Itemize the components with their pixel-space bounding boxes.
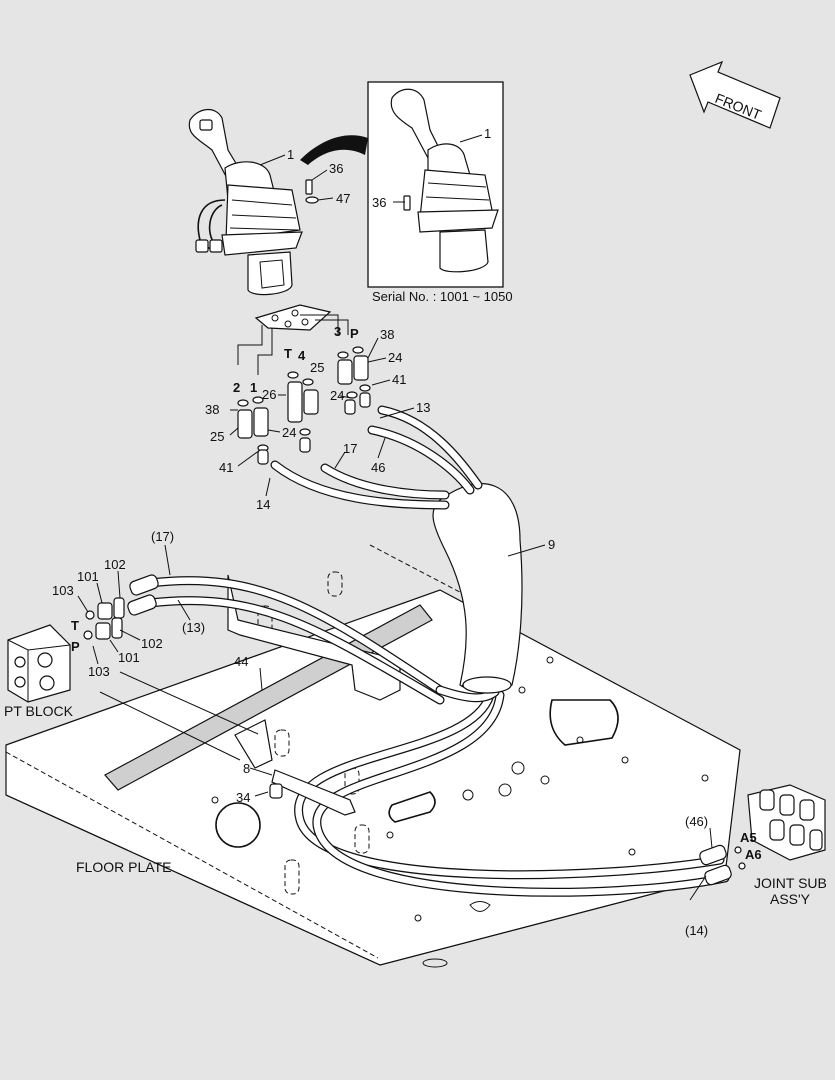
- callout-38-left: 38: [205, 402, 219, 417]
- valve-plate: [237, 304, 349, 375]
- pt-block-label: PT BLOCK: [4, 703, 74, 719]
- callout-port-4: 4: [298, 348, 306, 363]
- callout-46: 46: [371, 460, 385, 475]
- callout-101-bottom: 101: [118, 650, 140, 665]
- callout-24-left: 24: [282, 425, 296, 440]
- callout-36: 36: [329, 161, 343, 176]
- callout-101-top: 101: [77, 569, 99, 584]
- callout-46-paren: (46): [685, 814, 708, 829]
- callout-port-a6: A6: [745, 847, 762, 862]
- callout-47: 47: [336, 191, 350, 206]
- joystick-assembly: [188, 109, 303, 296]
- callout-102-top: 102: [104, 557, 126, 572]
- callout-port-a5: A5: [740, 830, 757, 845]
- callout-1-inset: 1: [484, 126, 491, 141]
- callout-port-3: 3: [334, 324, 341, 339]
- joint-sub-assy: [699, 784, 826, 886]
- front-arrow-icon: FRONT: [689, 60, 781, 129]
- callout-13-paren: (13): [182, 620, 205, 635]
- callout-25-right: 25: [310, 360, 324, 375]
- callout-24-right-2: 24: [330, 388, 344, 403]
- port-fittings: [237, 346, 371, 465]
- hose-sleeve-9: [432, 483, 523, 694]
- clamp-8: [269, 769, 356, 816]
- callout-103-top: 103: [52, 583, 74, 598]
- callout-36-inset: 36: [372, 195, 386, 210]
- callout-102-bottom: 102: [141, 636, 163, 651]
- bolt-36: [305, 179, 319, 204]
- callout-port-p: P: [71, 639, 80, 654]
- callout-17: 17: [343, 441, 357, 456]
- callout-13: 13: [416, 400, 430, 415]
- callout-38-right: 38: [380, 327, 394, 342]
- callout-1: 1: [287, 147, 294, 162]
- callout-8: 8: [243, 761, 250, 776]
- callout-14: 14: [256, 497, 270, 512]
- callout-17-paren: (17): [151, 529, 174, 544]
- pt-fittings: [83, 574, 159, 640]
- inset-caption: Serial No. : 1001 ~ 1050: [372, 289, 513, 304]
- callout-25-left: 25: [210, 429, 224, 444]
- joint-sub-label-2: ASS'Y: [770, 891, 811, 907]
- hose-bundle-lower: [145, 576, 730, 897]
- callout-port-1: 1: [250, 380, 257, 395]
- hose-bundle-upper: [270, 405, 483, 510]
- callout-41-left: 41: [219, 460, 233, 475]
- joint-sub-label-1: JOINT SUB: [754, 875, 827, 891]
- callout-34: 34: [236, 790, 250, 805]
- callout-port-t: T: [71, 618, 79, 633]
- callout-port-t-top: T: [284, 346, 292, 361]
- callout-103-bottom: 103: [88, 664, 110, 679]
- callout-14-paren: (14): [685, 923, 708, 938]
- floor-plate-label: FLOOR PLATE: [76, 859, 171, 875]
- inset-pointer-arrow: [300, 135, 368, 165]
- inset-box: Serial No. : 1001 ~ 1050: [367, 81, 513, 304]
- callout-24-right: 24: [388, 350, 402, 365]
- callouts: 1 36 47 1 36 3 P 38 T 4 25 24 41 24 13 2…: [52, 126, 762, 938]
- callout-44: 44: [234, 654, 248, 669]
- callout-9: 9: [548, 537, 555, 552]
- pt-block: PT BLOCK: [4, 624, 74, 719]
- leader-lines: [77, 134, 713, 901]
- callout-port-p-top: P: [350, 326, 359, 341]
- callout-port-2: 2: [233, 380, 240, 395]
- callout-41-right: 41: [392, 372, 406, 387]
- callout-26: 26: [262, 387, 276, 402]
